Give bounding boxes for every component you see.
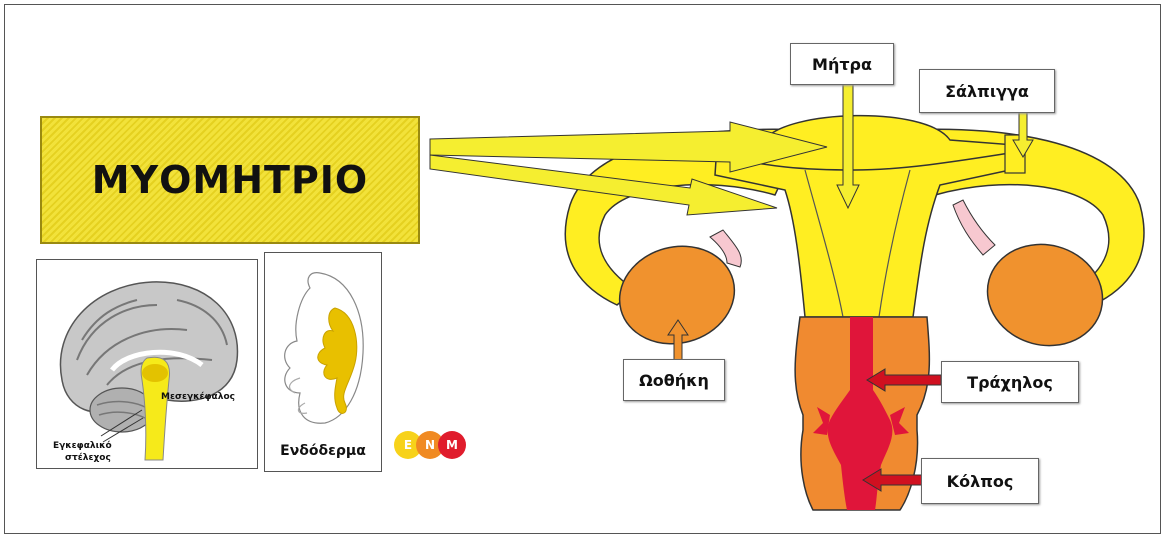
brainstem-label-line1: Εγκεφαλικό (53, 441, 112, 452)
embryo-panel: Ενδόδερμα (264, 252, 382, 472)
tube-label: Σάλπιγγα (919, 69, 1055, 113)
midbrain-label: Μεσεγκέφαλος (161, 392, 235, 403)
brain-panel: Μεσεγκέφαλος Εγκεφαλικό στέλεχος (36, 259, 258, 469)
embryo-illustration (265, 253, 383, 473)
cervix-label: Τράχηλος (941, 361, 1079, 403)
title-box: ΜΥΟΜΗΤΡΙΟ (40, 116, 420, 244)
brain-illustration (37, 260, 259, 470)
midbrain-region (142, 364, 168, 382)
badge-m: M (438, 431, 466, 459)
title: ΜΥΟΜΗΤΡΙΟ (92, 158, 368, 202)
endoderm-label: Ενδόδερμα (265, 443, 381, 459)
ovary-label: Ωοθήκη (623, 359, 725, 401)
brainstem-label-line2: στέλεχος (65, 453, 111, 464)
vagina-label: Κόλπος (921, 458, 1039, 504)
right-fimbria (953, 200, 995, 255)
uterus-label: Μήτρα (790, 43, 894, 85)
diagram-frame: ΜΥΟΜΗΤΡΙΟ Μήτρα Σάλπιγγα Ωοθήκη Τράχηλος… (4, 4, 1161, 534)
right-ovary (976, 232, 1114, 359)
